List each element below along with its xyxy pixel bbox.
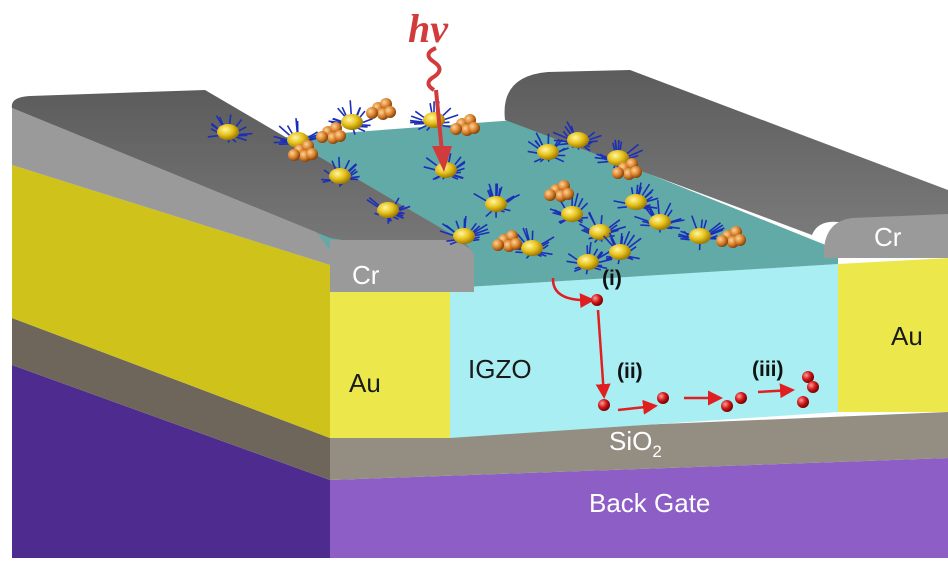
electron [721,400,733,412]
igzo-front-face [450,264,838,438]
electron [591,294,603,306]
sio2-label-subscript: 2 [652,442,661,461]
light-label: hv [408,6,449,51]
electron [797,396,809,408]
metal-cluster [366,98,396,120]
au-left-label: Au [349,368,381,398]
cr-right-label: Cr [874,222,902,252]
light-squiggle [428,48,439,90]
electron [807,381,819,393]
au-left-front-face [330,292,450,438]
step-ii-label: (ii) [617,360,643,383]
step-iii-label: (iii) [752,358,784,381]
electron [735,392,747,404]
step-i-label: (i) [602,267,622,290]
electron [598,399,610,411]
metal-cluster [450,114,480,136]
sio2-label-base: SiO [609,426,652,456]
back-gate-label: Back Gate [589,488,710,518]
au-right-label: Au [891,321,923,351]
electron [657,392,669,404]
igzo-label: IGZO [468,354,532,384]
metal-cluster [316,122,346,144]
cr-left-label: Cr [352,260,380,290]
